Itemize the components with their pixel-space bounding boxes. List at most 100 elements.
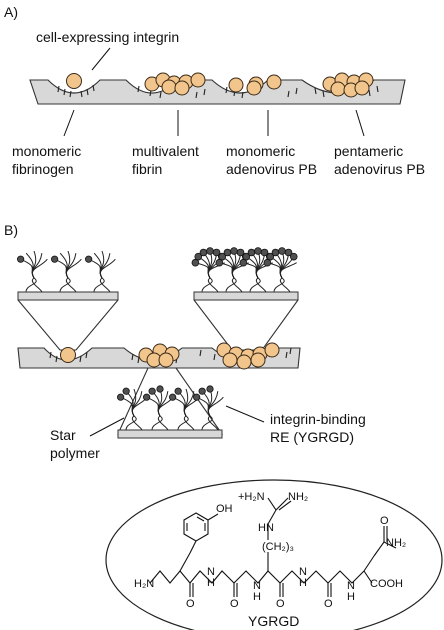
polymer-bead (284, 248, 293, 257)
panel-a-label: A) (4, 4, 18, 20)
cell (236, 354, 252, 370)
polymer-bead (215, 258, 224, 267)
atom-o-3: O (276, 598, 285, 610)
atom-guan-h2n: +H₂N (238, 491, 265, 503)
polymer-core (201, 415, 219, 431)
cell (66, 73, 82, 89)
atom-chain: (CH₂)₃ (262, 541, 294, 553)
integrin-cell-label: cell-expressing integrin (36, 29, 179, 45)
cell (174, 80, 190, 96)
cell (228, 77, 244, 93)
polymer-bead (223, 248, 232, 257)
panel-b-label: B) (4, 222, 18, 238)
polymer-bead (174, 387, 182, 395)
ligand-tick (213, 353, 216, 361)
star-polymers-mixed (117, 385, 224, 431)
atom-n-2: N (253, 580, 261, 592)
ligand-tick (80, 90, 83, 98)
molecule-name: YGRGD (248, 613, 299, 629)
polymer-bead (212, 248, 221, 257)
cell (250, 352, 266, 368)
atom-guan-nh2: NH₂ (288, 491, 308, 503)
polymer-bead (143, 393, 151, 401)
polymer-arm (100, 258, 116, 279)
atom-n-1: N (207, 566, 215, 578)
polymer-bead (230, 247, 238, 255)
atom-oh: OH (216, 503, 233, 515)
re-label-line1: integrin-binding (270, 411, 366, 427)
cell (222, 352, 238, 368)
atom-n-4: N (347, 580, 355, 592)
caption-pointer-4 (355, 109, 365, 137)
atom-cooh: COOH (370, 578, 403, 590)
polymer-bead (85, 255, 93, 263)
polymer-bead (17, 255, 25, 263)
ligand-tick (57, 85, 60, 93)
caption-monomeric-fibrinogen-line1: monomeric (12, 143, 81, 159)
polymer-bead (169, 393, 177, 401)
caption-pentameric-adenovirus-line2: adenovirus PB (334, 161, 425, 177)
polymer-core (177, 415, 195, 431)
polymer-core (93, 277, 111, 293)
ligand-tick (195, 91, 198, 99)
polymer-bead (122, 387, 130, 395)
ligand-tick (287, 90, 290, 98)
cell (264, 342, 280, 358)
polymer-bead (263, 258, 272, 267)
polymer-bead (117, 393, 125, 401)
polymer-bead (199, 248, 208, 257)
ligand-tick (137, 356, 140, 364)
caption-pointer-1 (63, 109, 75, 137)
polymer-bead (266, 252, 275, 261)
polymer-arm (208, 396, 224, 417)
cell (161, 79, 177, 95)
polymer-bead (254, 247, 262, 255)
polymer-core (151, 415, 169, 431)
ligand-tick (241, 91, 244, 99)
atom-h-3: H (299, 577, 307, 589)
star-label-pointer (89, 417, 125, 437)
ligand-tick (314, 87, 317, 95)
polymer-core (249, 277, 267, 293)
atom-h2n: H₂N (134, 578, 154, 590)
polymer-core (25, 277, 43, 293)
polymer-bead (156, 385, 164, 393)
atom-h-1: H (207, 577, 215, 589)
cell (60, 347, 76, 363)
star-label-line1: Star (50, 427, 76, 443)
caption-multivalent-fibrin-line1: multivalent (132, 143, 199, 159)
caption-monomeric-adenovirus-line1: monomeric (226, 143, 295, 159)
caption-monomeric-fibrinogen-line2: fibrinogen (12, 161, 74, 177)
ligand-tick (225, 86, 228, 94)
polymer-bead (206, 385, 214, 393)
ligand-tick (285, 351, 288, 359)
ligand-tick (295, 87, 298, 95)
atom-o-2: O (230, 598, 239, 610)
polymer-bead (278, 247, 286, 255)
atom-o-5: O (380, 515, 389, 527)
ligand-tick (137, 85, 140, 93)
cells-a (66, 72, 374, 98)
star-label-line2: polymer (50, 445, 100, 461)
integrin-cell-pointer (91, 47, 111, 71)
ligand-tick (199, 349, 202, 357)
ygrgd-atom-labels: OH +H₂N NH₂ HN (CH₂)₃ H₂N NH₂ COOH O O O… (134, 491, 406, 610)
polymer-bead (239, 258, 248, 267)
atom-nh2-right: NH₂ (386, 537, 406, 549)
polymer-bead (247, 248, 256, 257)
polymer-bead (51, 255, 59, 263)
re-label-pointer (225, 405, 265, 423)
plate-bottom (117, 429, 223, 439)
caption-multivalent-fibrin-line2: fibrin (132, 161, 162, 177)
cell (190, 72, 206, 88)
polymer-bead (260, 248, 269, 257)
atom-h-4: H (347, 591, 355, 603)
caption-monomeric-adenovirus-line2: adenovirus PB (226, 161, 317, 177)
polymer-core (125, 415, 143, 431)
polymer-core (201, 277, 219, 293)
atom-n-3: N (299, 566, 307, 578)
plate-top-right (193, 291, 299, 301)
star-polymers-small (17, 250, 116, 293)
polymer-arm (280, 262, 297, 279)
